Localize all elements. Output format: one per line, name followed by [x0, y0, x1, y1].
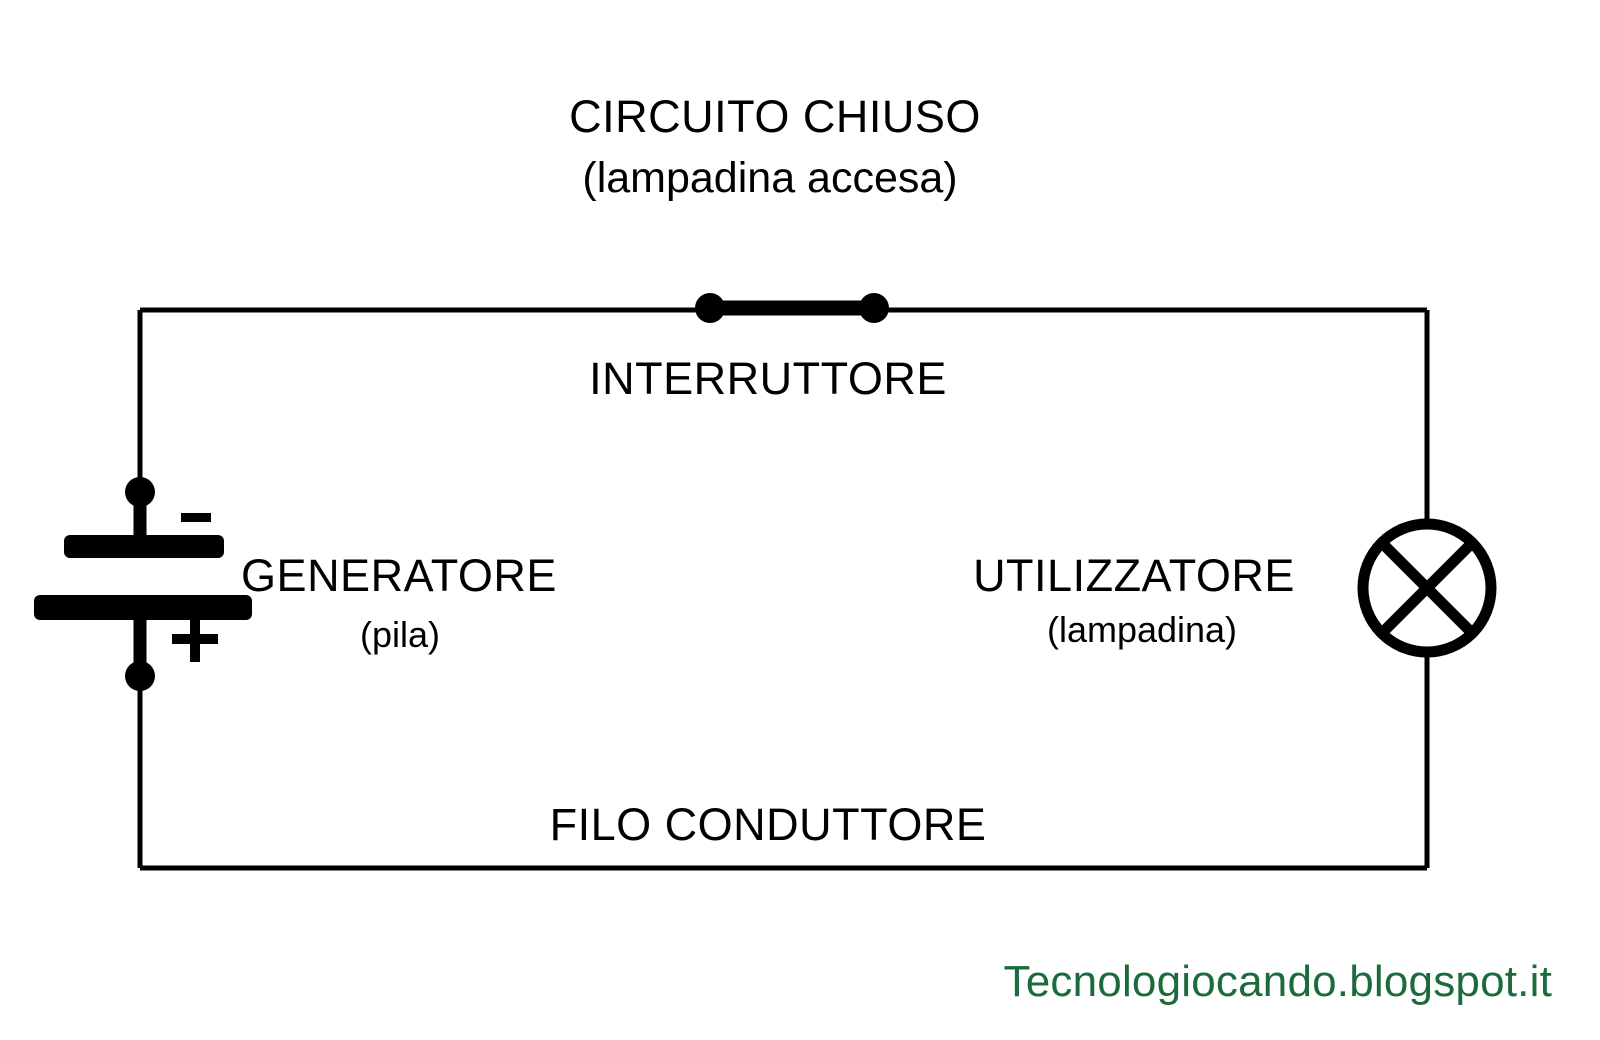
wire-label: FILO CONDUTTORE	[550, 799, 987, 850]
minus-sign-icon	[181, 513, 211, 522]
switch-right-contact-dot	[859, 293, 889, 323]
switch-label: INTERRUTTORE	[589, 353, 947, 404]
page-subtitle: (lampadina accesa)	[582, 154, 957, 202]
generator-label: GENERATORE	[241, 550, 557, 601]
lamp-icon[interactable]	[1357, 518, 1497, 658]
battery-positive-terminal-dot	[125, 661, 155, 691]
switch-left-contact-dot	[695, 293, 725, 323]
closed-switch-icon[interactable]	[695, 293, 889, 323]
conductor-wire-icon	[137, 307, 1430, 871]
load-label: UTILIZZATORE	[973, 550, 1295, 601]
battery-icon[interactable]	[34, 477, 252, 691]
battery-positive-plate	[34, 595, 252, 620]
page-title: CIRCUITO CHIUSO	[569, 91, 981, 142]
generator-sublabel: (pila)	[360, 614, 440, 655]
plus-sign-icon	[172, 616, 218, 662]
load-sublabel: (lampadina)	[1047, 609, 1237, 650]
battery-negative-plate	[64, 535, 224, 558]
lamp-cross-stroke-b	[1380, 541, 1474, 635]
watermark-text: Tecnologiocando.blogspot.it	[1004, 957, 1552, 1006]
